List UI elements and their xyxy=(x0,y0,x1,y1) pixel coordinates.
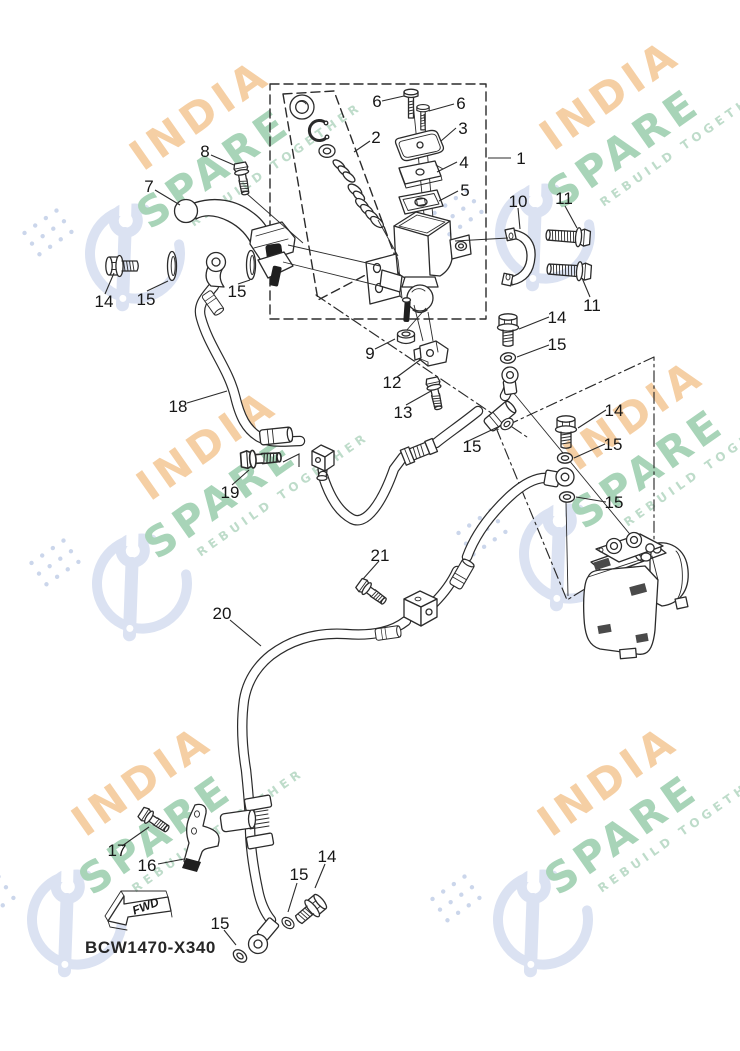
hose-adjuster-fitting xyxy=(399,437,439,466)
callout-21: 21 xyxy=(371,546,390,565)
callout-15: 15 xyxy=(605,493,624,512)
banjo-bolt xyxy=(105,254,139,278)
callout-14: 14 xyxy=(95,292,114,311)
hose-stay-bracket xyxy=(182,803,257,872)
callout-3: 3 xyxy=(458,119,467,138)
callout-15: 15 xyxy=(211,914,230,933)
reservoir-stack xyxy=(394,88,445,231)
diaphragm-plate xyxy=(398,160,444,189)
callout-labels: 6 6 3 2 1 8 4 5 7 10 11 14 15 15 11 14 1… xyxy=(95,92,624,933)
part-code: BCW1470-X340 xyxy=(85,938,216,957)
watermark-instance xyxy=(419,682,740,1003)
banjo-bolt xyxy=(496,313,520,347)
sealing-washer xyxy=(166,250,178,282)
master-cylinder xyxy=(365,211,472,323)
callout-6: 6 xyxy=(456,94,465,113)
callout-17: 17 xyxy=(108,841,127,860)
junction-screw xyxy=(354,576,390,609)
banjo-bolt xyxy=(290,890,331,930)
hose-bracket xyxy=(413,340,449,367)
callout-15: 15 xyxy=(463,437,482,456)
banjo-fitting-bottom xyxy=(247,917,280,955)
callout-15: 15 xyxy=(548,335,567,354)
callout-20: 20 xyxy=(213,604,232,623)
reservoir-cap xyxy=(394,129,445,162)
clamp-bolt xyxy=(544,224,592,249)
callout-5: 5 xyxy=(460,181,469,200)
hose-fittings xyxy=(201,251,575,955)
callout-14: 14 xyxy=(548,308,567,327)
elbow-union xyxy=(311,444,335,482)
assembly-box-1 xyxy=(269,83,487,320)
callout-14: 14 xyxy=(605,401,624,420)
sealing-washer xyxy=(499,351,517,365)
banjo-fitting-abs xyxy=(543,467,575,488)
diaphragm xyxy=(398,189,444,215)
callout-4: 4 xyxy=(459,153,468,172)
fwd-arrow: FWD xyxy=(104,890,173,931)
callout-10: 10 xyxy=(509,192,528,211)
callout-18: 18 xyxy=(169,397,188,416)
sealing-washer xyxy=(558,491,576,503)
callout-15: 15 xyxy=(604,435,623,454)
callout-14: 14 xyxy=(318,847,337,866)
callout-8: 8 xyxy=(200,142,209,161)
callout-1: 1 xyxy=(516,149,525,168)
piston-kit xyxy=(289,94,399,257)
leader-lines xyxy=(104,95,607,946)
pipe-bracket-hardware xyxy=(396,304,449,412)
junction-block xyxy=(403,590,438,627)
callout-9: 9 xyxy=(365,344,374,363)
callout-15: 15 xyxy=(228,282,247,301)
callout-11: 11 xyxy=(583,296,601,315)
abs-hydraulic-unit xyxy=(582,531,689,660)
callout-11: 11 xyxy=(555,189,573,208)
callout-16: 16 xyxy=(138,856,157,875)
sealing-washer xyxy=(230,946,250,966)
reservoir-screw xyxy=(416,103,430,131)
reservoir-screw xyxy=(403,88,419,119)
brake-lever xyxy=(173,192,385,288)
bracket-screw xyxy=(424,375,447,412)
callout-7: 7 xyxy=(144,177,153,196)
sealing-washer xyxy=(556,452,574,464)
sealing-washer xyxy=(245,249,257,281)
callout-15: 15 xyxy=(137,290,156,309)
abs-mount-box xyxy=(496,356,655,601)
banjo-fitting-top xyxy=(205,251,227,288)
handlebar-clamp xyxy=(454,224,593,287)
callout-2: 2 xyxy=(371,128,380,147)
callout-6: 6 xyxy=(372,92,381,111)
sealing-washer xyxy=(279,914,297,932)
callout-15: 15 xyxy=(290,865,309,884)
callout-12: 12 xyxy=(383,373,402,392)
callout-19: 19 xyxy=(221,483,240,502)
flange-nut xyxy=(396,329,416,345)
callout-13: 13 xyxy=(394,403,413,422)
watermark-instance xyxy=(11,16,382,337)
banjo-fitting-mid xyxy=(501,366,519,396)
